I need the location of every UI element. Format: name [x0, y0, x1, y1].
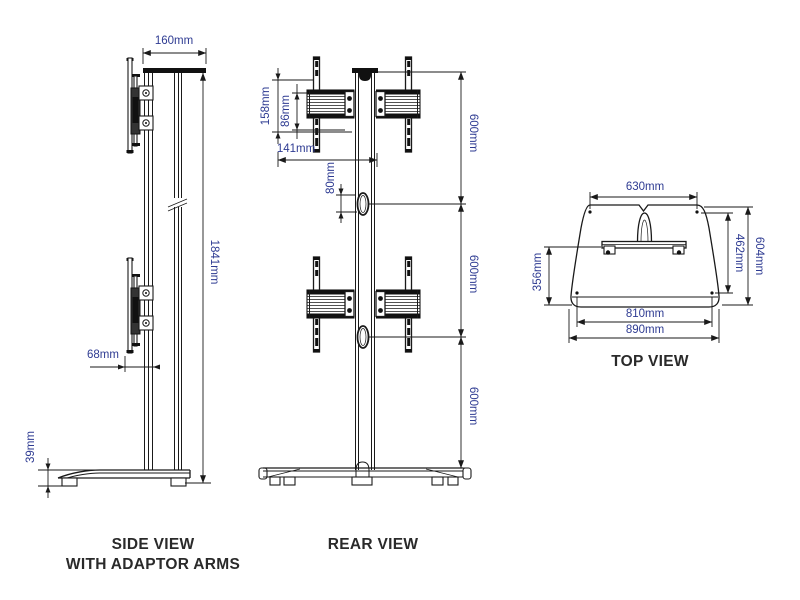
side-view-label-line2: WITH ADAPTOR ARMS — [66, 556, 240, 573]
side-base — [57, 469, 191, 487]
dim-label-630mm: 630mm — [626, 181, 664, 193]
dim-label-356mm: 356mm — [532, 253, 544, 291]
dim-label-68mm: 68mm — [87, 349, 119, 361]
dim-label-810mm: 810mm — [626, 308, 664, 320]
top-dim-inner-depth: 462mm — [701, 212, 745, 294]
side-dim-arm-offset: 68mm — [87, 349, 160, 372]
dim-label-141mm: 141mm — [277, 143, 315, 155]
top-view-drawing: 630mm 604mm 462mm 356mm 810mm — [532, 181, 765, 370]
rear-view-drawing: 158mm 86mm 141mm 80mm — [258, 56, 479, 486]
dim-label-160mm: 160mm — [155, 35, 193, 47]
rear-view-label: REAR VIEW — [328, 536, 419, 553]
side-column — [143, 68, 206, 470]
side-dim-base-height: 39mm — [25, 431, 100, 498]
rear-column — [352, 68, 378, 470]
dim-label-600mm-top: 600mm — [467, 114, 479, 152]
rear-cable-hole-lower — [356, 325, 370, 349]
dim-label-600mm-bottom: 600mm — [467, 387, 479, 425]
dim-label-890mm: 890mm — [626, 324, 664, 336]
side-dim-total-height: 1841mm — [185, 72, 220, 484]
dim-label-1841mm: 1841mm — [208, 240, 220, 285]
rear-dim-cable-hole: 80mm — [325, 162, 357, 223]
top-dim-overall-depth: 604mm — [704, 206, 765, 306]
rear-base — [258, 461, 472, 486]
rear-dim-arm-width: 141mm — [277, 143, 378, 167]
top-dim-inner-width: 810mm — [576, 297, 713, 327]
side-view-label-line1: SIDE VIEW — [112, 536, 195, 553]
rear-cable-hole-upper — [356, 192, 370, 216]
side-column-top-cap — [143, 68, 206, 73]
top-view-label: TOP VIEW — [611, 353, 689, 370]
rear-dim-plate-height: 86mm — [280, 84, 345, 139]
dim-label-604mm: 604mm — [753, 237, 765, 275]
side-adaptor-arm-lower — [125, 257, 154, 354]
rear-dim-bracket-height: 158mm — [260, 68, 352, 144]
dim-label-462mm: 462mm — [733, 234, 745, 272]
dim-label-39mm: 39mm — [25, 431, 37, 463]
dim-label-600mm-middle: 600mm — [467, 255, 479, 293]
rear-dim-600-chain: 600mm 600mm 600mm — [369, 71, 479, 469]
dim-label-86mm: 86mm — [280, 95, 292, 127]
side-view-drawing: 160mm 68mm — [25, 35, 220, 498]
rear-cable-slot-top — [359, 68, 371, 81]
top-dim-front-depth: 356mm — [532, 246, 601, 306]
top-column-profile — [636, 212, 653, 243]
dim-label-158mm: 158mm — [260, 87, 272, 125]
top-dim-inner-top-width: 630mm — [589, 181, 698, 209]
side-dim-top-width: 160mm — [142, 35, 207, 64]
top-crossbar-profile — [601, 240, 687, 255]
top-dim-overall-width: 890mm — [568, 309, 720, 343]
top-base-plate — [570, 204, 720, 308]
dim-label-80mm: 80mm — [325, 162, 337, 194]
